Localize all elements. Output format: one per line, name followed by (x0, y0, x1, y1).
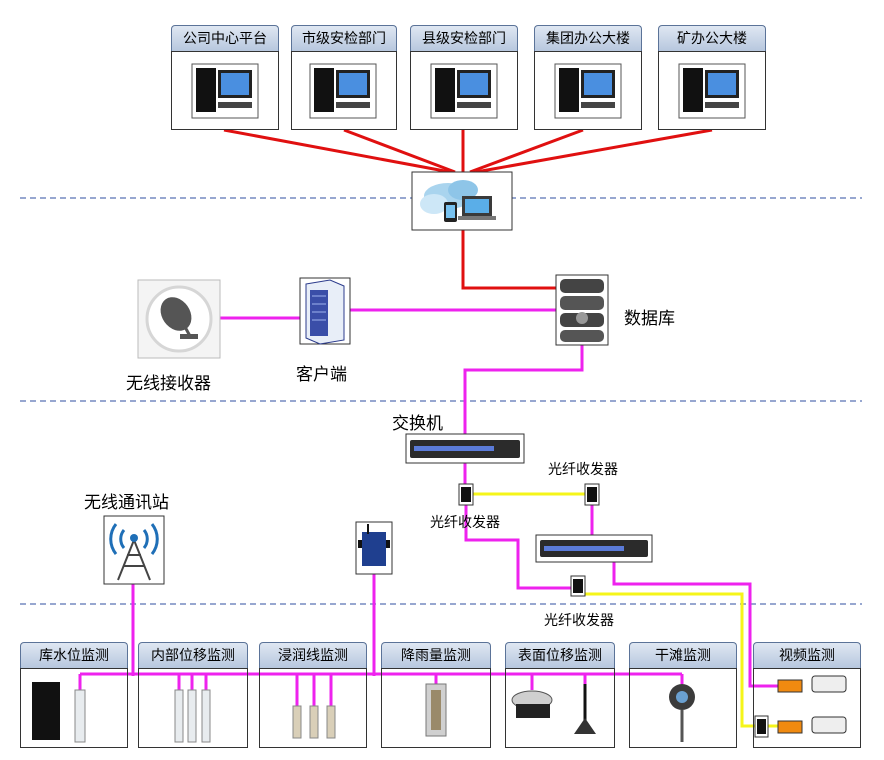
inclinometer-icon (187, 689, 197, 743)
gnss-receiver-icon (516, 704, 550, 718)
rain-gauge-icon (425, 683, 447, 737)
monitor-frame (20, 668, 128, 748)
monitor-frame (138, 668, 248, 748)
monitor-title: 视频监测 (753, 642, 861, 668)
link (612, 562, 780, 688)
piezometer-icon (326, 705, 336, 739)
node-frame (658, 51, 766, 130)
surface-displacement-sensors (511, 684, 596, 734)
seepage-sensors (292, 705, 336, 739)
water-level-sensors (32, 682, 86, 743)
desktop-computer-icon (554, 63, 622, 119)
monitor-title: 降雨量监测 (381, 642, 491, 668)
camera-power-icon (777, 679, 803, 693)
client-label: 客户端 (296, 365, 347, 385)
node-title: 集团办公大楼 (534, 25, 642, 51)
link (343, 128, 456, 174)
monitor-frame (505, 668, 615, 748)
network-switch-icon (535, 534, 653, 563)
piezometer-icon (309, 705, 319, 739)
node-frame (171, 51, 279, 130)
monitor-title: 内部位移监测 (138, 642, 248, 668)
wireless-gateway-icon (355, 521, 393, 575)
database-label: 数据库 (624, 309, 675, 329)
cloud-node (411, 171, 513, 231)
switch-label: 交换机 (392, 414, 443, 434)
fiber-transceiver-icon (584, 483, 600, 506)
node-title: 市级安检部门 (291, 25, 397, 51)
desktop-computer-icon (430, 63, 498, 119)
desktop-computer-icon (309, 63, 377, 119)
network-switch-icon (405, 433, 525, 464)
satellite-dish-icon (137, 279, 221, 359)
node-title: 矿办公大楼 (658, 25, 766, 51)
link (475, 128, 713, 174)
fiber-transceiver-icon (570, 575, 586, 597)
fiber-link (584, 592, 760, 728)
camera-icon (811, 675, 847, 693)
camera-power-icon (777, 720, 803, 734)
desktop-computer-icon (678, 63, 746, 119)
tower-server-icon (299, 277, 351, 345)
link (463, 345, 584, 434)
node-frame (291, 51, 397, 130)
node-frame (534, 51, 642, 130)
video-cameras (777, 675, 847, 734)
displacement-sensors (174, 689, 211, 743)
monitor-frame (753, 668, 861, 748)
desktop-computer-icon (191, 63, 259, 119)
monitor-title: 浸润线监测 (259, 642, 367, 668)
link (464, 505, 576, 590)
database-server-icon (555, 274, 609, 346)
link (223, 128, 451, 174)
radar-level-icon (669, 684, 695, 742)
red-links (223, 128, 713, 290)
magenta-links (78, 308, 780, 706)
link (469, 128, 584, 174)
level-gauge-icon (74, 689, 86, 743)
cloud-devices-icon (420, 180, 496, 222)
monitor-title: 干滩监测 (629, 642, 737, 668)
node-title: 公司中心平台 (171, 25, 279, 51)
transceiver-label: 光纤收发器 (544, 613, 614, 629)
inclinometer-icon (174, 689, 184, 743)
transceiver-label: 光纤收发器 (548, 462, 618, 478)
monitor-frame (629, 668, 737, 748)
data-logger-icon (32, 682, 60, 740)
monitor-title: 库水位监测 (20, 642, 128, 668)
fiber-transceiver-icon (754, 715, 769, 738)
wireless-receiver-label: 无线接收器 (126, 374, 211, 394)
monitor-frame (381, 668, 491, 748)
wireless-station-label: 无线通讯站 (84, 493, 169, 513)
radio-tower-icon (103, 515, 165, 585)
monitor-frame (259, 668, 367, 748)
inclinometer-icon (201, 689, 211, 743)
monitor-title: 表面位移监测 (505, 642, 615, 668)
link (461, 230, 556, 290)
camera-icon (811, 716, 847, 734)
fiber-transceiver-icon (458, 483, 474, 506)
transceiver-label: 光纤收发器 (430, 515, 500, 531)
piezometer-icon (292, 705, 302, 739)
node-frame (410, 51, 518, 130)
node-title: 县级安检部门 (410, 25, 518, 51)
